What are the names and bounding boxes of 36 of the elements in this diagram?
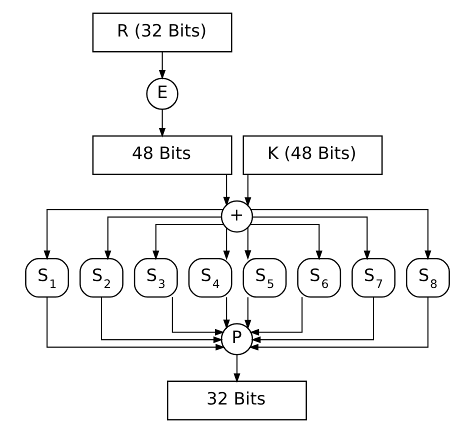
- node-box: R (32 Bits): [92, 12, 232, 52]
- arrow: [222, 228, 230, 260]
- node-box: 32 Bits: [166, 380, 306, 420]
- arrow: [244, 174, 251, 206]
- node-circle: P: [220, 322, 253, 355]
- arrow: [244, 296, 251, 330]
- arrow: [100, 296, 223, 343]
- arrow: [244, 226, 251, 260]
- arrow: [252, 216, 370, 260]
- node-circle: +: [220, 200, 253, 232]
- arrow: [171, 296, 224, 336]
- node-box: S$_{4}$: [188, 258, 232, 298]
- node-box: S$_{1}$: [24, 258, 69, 298]
- arrow: [248, 296, 302, 336]
- node-box: S$_{7}$: [351, 258, 395, 298]
- arrow: [46, 296, 225, 350]
- arrow: [222, 174, 230, 206]
- node-box: K (48 Bits): [242, 134, 382, 174]
- node-box: 48 Bits: [92, 134, 232, 174]
- arrow: [233, 354, 240, 382]
- arrow: [250, 208, 431, 260]
- arrow: [158, 108, 166, 138]
- node-circle: E: [146, 77, 178, 110]
- arrow: [152, 223, 224, 260]
- arrow: [222, 296, 230, 329]
- node-box: S$_{5}$: [242, 258, 286, 298]
- arrow: [250, 296, 374, 343]
- arrow: [158, 51, 166, 80]
- node-box: S$_{8}$: [405, 258, 450, 298]
- arrow: [250, 223, 322, 260]
- arrow: [248, 296, 428, 350]
- node-box: S$_{3}$: [133, 258, 178, 298]
- arrow: [43, 208, 222, 260]
- node-box: S$_{2}$: [79, 258, 123, 298]
- arrow: [104, 216, 221, 260]
- node-box: S$_{6}$: [296, 258, 341, 298]
